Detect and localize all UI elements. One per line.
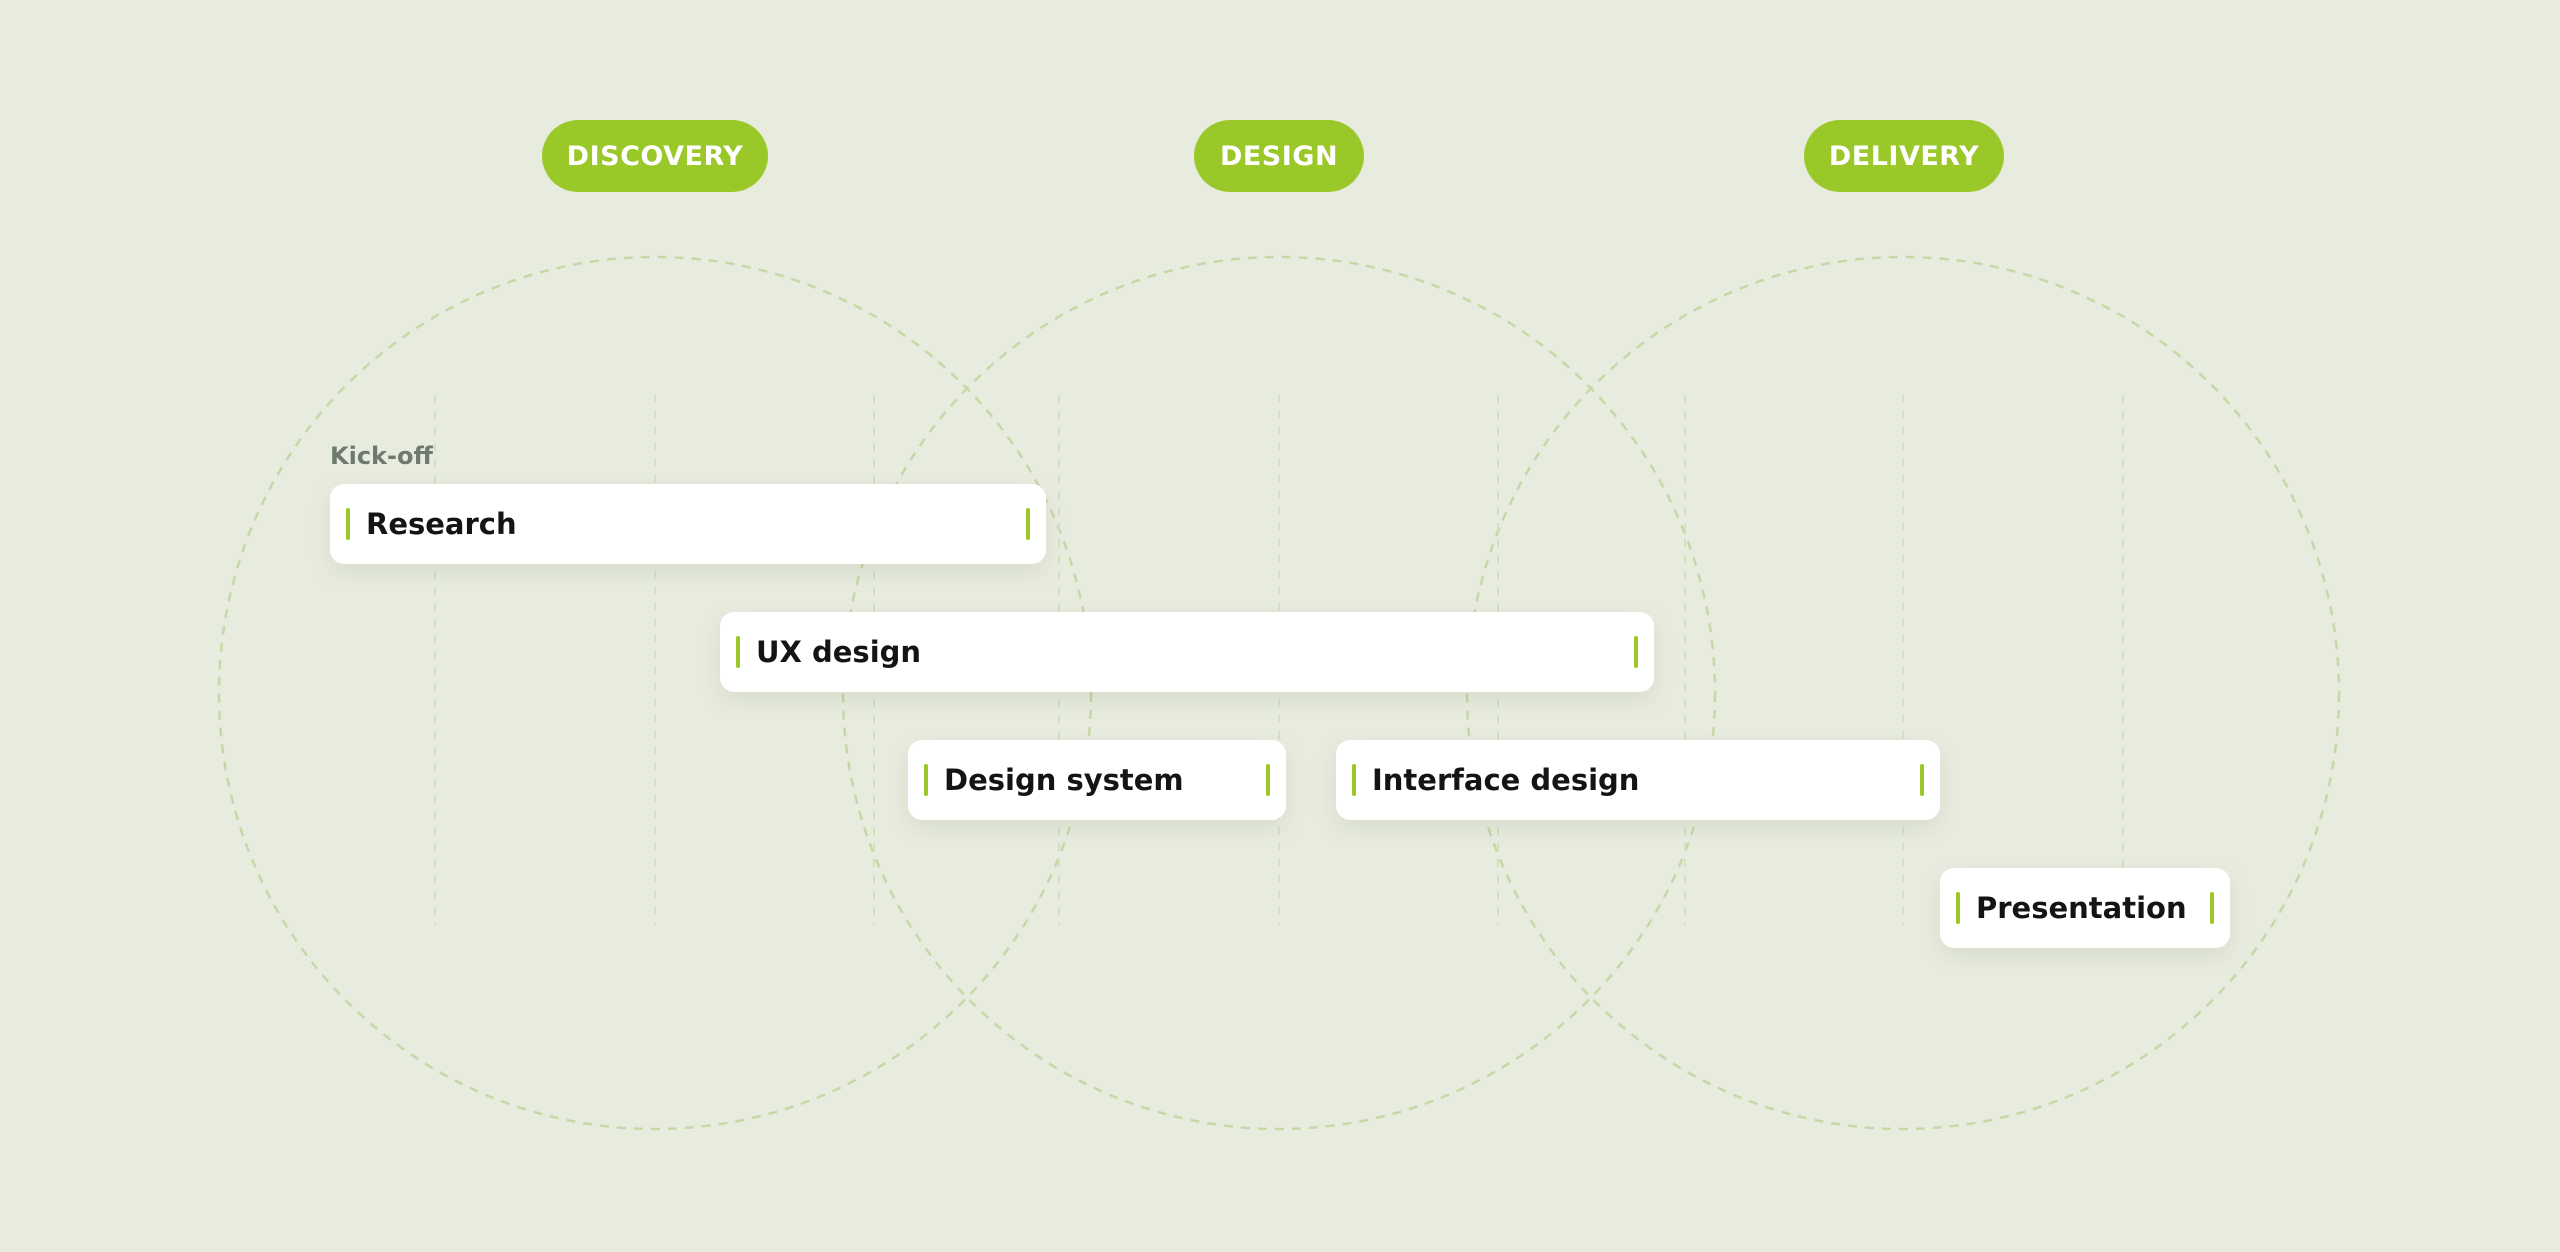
phase-pill-delivery: DELIVERY [1804,120,2004,192]
task-label: Interface design [1372,763,1640,797]
task-end-handle[interactable] [1920,764,1924,796]
phase-circle-design [841,255,1717,1131]
task-card-design-system[interactable]: Design system [908,740,1286,820]
task-start-handle[interactable] [1956,892,1960,924]
task-start-handle[interactable] [1352,764,1356,796]
task-card-research[interactable]: Research [330,484,1046,564]
task-end-handle[interactable] [2210,892,2214,924]
phase-circle-delivery [1465,255,2341,1131]
task-card-ux-design[interactable]: UX design [720,612,1654,692]
task-start-handle[interactable] [346,508,350,540]
task-end-handle[interactable] [1026,508,1030,540]
task-label: Presentation [1976,891,2187,925]
task-card-presentation[interactable]: Presentation [1940,868,2230,948]
phase-pill-discovery: DISCOVERY [542,120,768,192]
task-label: Design system [944,763,1184,797]
phase-circle-discovery [217,255,1093,1131]
task-end-handle[interactable] [1266,764,1270,796]
task-label: UX design [756,635,922,669]
phase-pill-design: DESIGN [1194,120,1364,192]
task-card-interface-design[interactable]: Interface design [1336,740,1940,820]
task-start-handle[interactable] [924,764,928,796]
milestone-kickoff-label: Kick-off [330,442,433,470]
task-start-handle[interactable] [736,636,740,668]
task-end-handle[interactable] [1634,636,1638,668]
task-label: Research [366,507,517,541]
